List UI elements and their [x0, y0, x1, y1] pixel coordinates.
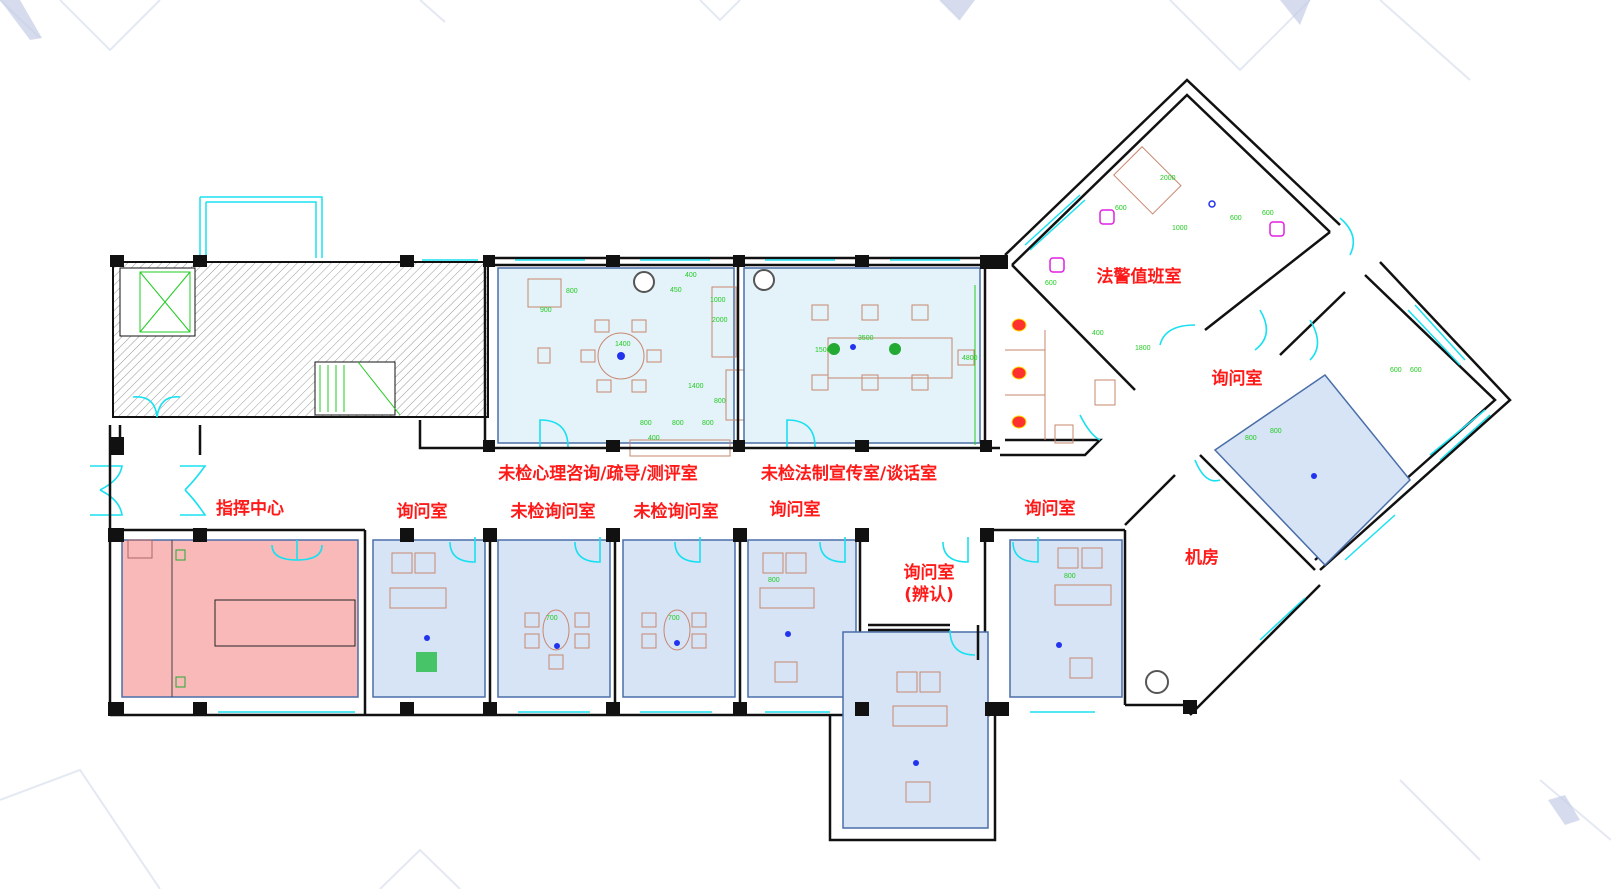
dim-label: 800 — [566, 288, 578, 295]
label-bailiff-duty-room: 法警值班室 — [1097, 266, 1182, 287]
top-wall — [110, 255, 1008, 455]
dim-label: 800 — [1064, 573, 1076, 580]
dim-label: 700 — [546, 615, 558, 622]
label-server-room: 机房 — [1185, 547, 1219, 568]
dim-label: 2000 — [712, 317, 728, 324]
dim-label: 800 — [714, 398, 726, 405]
dim-label: 600 — [1390, 367, 1402, 374]
dim-label: 1400 — [615, 341, 631, 348]
dim-label: 1800 — [1135, 345, 1151, 352]
dim-label: 400 — [685, 272, 697, 279]
bottom-wing: 700 700 800 800 — [108, 528, 1197, 842]
dim-label: 1000 — [710, 297, 726, 304]
dim-label: 700 — [668, 615, 680, 622]
label-juvenile-inquiry-room: 未检询问室 — [633, 501, 719, 522]
dim-label: 400 — [1092, 330, 1104, 337]
dim-label: 600 — [1262, 210, 1274, 217]
room-labels: 未检心理咨询/疏导/测评室 未检法制宣传室/谈话室 指挥中心 询问室 未检询问室… — [216, 266, 1263, 605]
dim-label: 4800 — [962, 355, 978, 362]
label-inquiry-room: 询问室 — [770, 499, 821, 520]
dim-label: 800 — [640, 420, 652, 427]
dim-label: 800 — [768, 577, 780, 584]
dim-label: 600 — [1230, 215, 1242, 222]
dim-label: 800 — [702, 420, 714, 427]
stair-area — [112, 196, 490, 450]
dim-label: 800 — [1245, 435, 1257, 442]
dim-label: 450 — [670, 287, 682, 294]
dim-label: 1400 — [688, 383, 704, 390]
entrance-doors — [90, 425, 207, 530]
dim-label: 3500 — [858, 335, 874, 342]
dim-label: 600 — [1045, 280, 1057, 287]
dim-label: 1500 — [815, 347, 831, 354]
label-command-center: 指挥中心 — [216, 498, 284, 519]
label-inquiry-room: 询问室 — [397, 501, 448, 522]
label-inquiry-identify-sub: (辨认) — [904, 584, 954, 605]
room-psych: 900 800 1400 400 450 1000 2000 1400 800 … — [497, 267, 747, 457]
dim-label: 800 — [672, 420, 684, 427]
label-psych-room: 未检心理咨询/疏导/测评室 — [497, 463, 697, 484]
dim-label: 800 — [1270, 428, 1282, 435]
label-inquiry-room: 询问室 — [1212, 368, 1263, 389]
label-juvenile-inquiry-room: 未检询问室 — [510, 501, 596, 522]
label-inquiry-identify-room: 询问室 — [904, 562, 955, 583]
diagonal-wing: 2000 1000 600 600 600 600 400 1800 600 6… — [1000, 78, 1512, 716]
dim-label: 2000 — [1160, 175, 1176, 182]
dim-label: 1000 — [1172, 225, 1188, 232]
label-legal-room: 未检法制宣传室/谈话室 — [760, 463, 937, 484]
label-inquiry-room: 询问室 — [1025, 498, 1076, 519]
dim-label: 600 — [1410, 367, 1422, 374]
dim-label: 600 — [1115, 205, 1127, 212]
room-legal: 3500 1500 4800 — [743, 267, 981, 448]
dim-label: 400 — [648, 435, 660, 442]
dim-label: 900 — [540, 307, 552, 314]
background-shapes — [0, 0, 1580, 825]
